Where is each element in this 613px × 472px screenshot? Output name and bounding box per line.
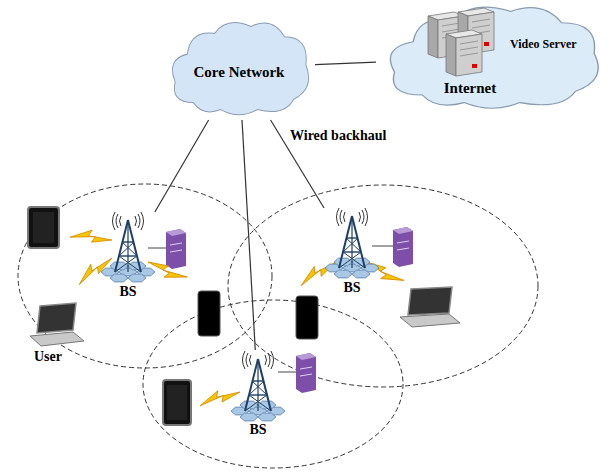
station-label: BS <box>343 280 360 295</box>
user-devices <box>28 207 460 425</box>
coverage-circles <box>18 184 538 468</box>
server-icons <box>376 0 608 114</box>
server-label: Video Server <box>510 38 577 51</box>
backhaul-link <box>155 120 209 212</box>
cloud-label: Internet <box>444 80 497 97</box>
edge-servers <box>148 227 413 393</box>
station-label: BS <box>249 422 266 437</box>
station-label: BS <box>119 284 136 299</box>
base-station: BS <box>88 212 168 304</box>
base-station: BS <box>312 208 392 300</box>
annotation-label: Wired backhaul <box>290 128 386 143</box>
backhaul-link <box>242 120 255 350</box>
annotation-label: User <box>34 349 62 364</box>
backhaul-link <box>315 62 376 65</box>
cloud-label: Core Network <box>194 64 285 81</box>
base-station: BS <box>218 350 298 444</box>
core-network-cloud: Core Network <box>163 16 315 120</box>
internet-cloud: Video ServerInternet <box>376 0 608 114</box>
